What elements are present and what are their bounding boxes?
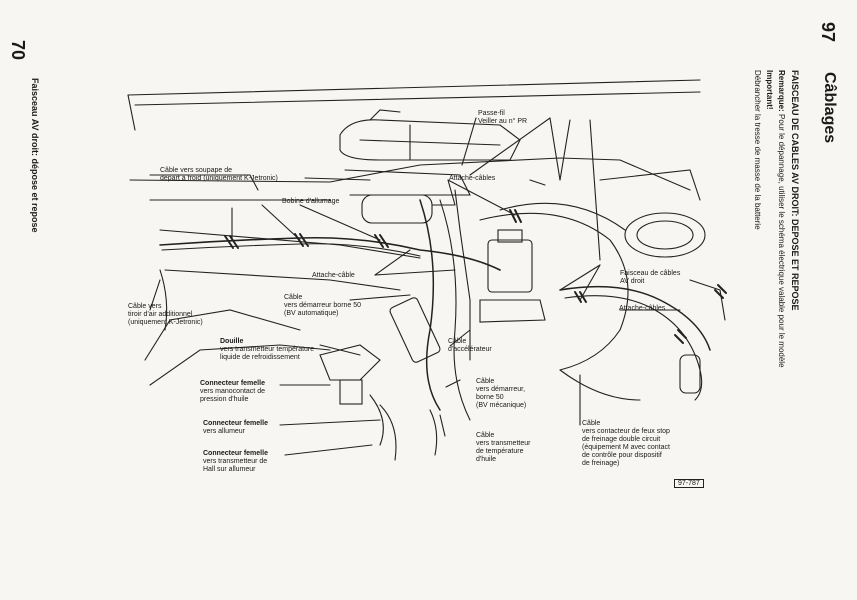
label-faisceau: Faisceau de câbles AV droit bbox=[620, 270, 681, 285]
label-bobine: Bobine d'allumage bbox=[282, 198, 340, 205]
label-cable-feux-stop: Câble vers contacteur de feux stop de fr… bbox=[582, 420, 670, 467]
label-connecteur-allumeur: Connecteur femelle vers allumeur bbox=[203, 420, 268, 435]
label-cable-demarreur-auto: Câble vers démarreur borne 50 (BV automa… bbox=[284, 294, 362, 317]
label-attache-cable-mid: Attache-câble bbox=[312, 272, 355, 279]
label-attache-cables-top: Attache-câbles bbox=[449, 175, 496, 182]
label-douille: Douille vers transmetteur température li… bbox=[220, 338, 315, 361]
label-passe-fil: Passe-fil Veiller au n° PR bbox=[478, 110, 528, 125]
label-connecteur-manocontact: Connecteur femelle vers manocontact de p… bbox=[200, 380, 265, 403]
label-connecteur-hall: Connecteur femelle vers transmetteur de … bbox=[203, 450, 268, 473]
figure-reference: 97-787 bbox=[674, 479, 704, 488]
label-attache-cables-right: Attache-câbles bbox=[619, 305, 666, 312]
label-cable-accelerateur: Câble d'accélérateur bbox=[448, 338, 492, 353]
label-cable-temp-huile: Câble vers transmetteur de température d… bbox=[476, 432, 531, 463]
label-cable-soupape: Câble vers soupape de départ à froid (un… bbox=[160, 167, 278, 182]
label-cable-tiroir: Câble vers tiroir d'air additionnel (uni… bbox=[128, 303, 203, 326]
label-cable-demarreur-meca: Câble vers démarreur, borne 50 (BV mécan… bbox=[476, 378, 527, 409]
